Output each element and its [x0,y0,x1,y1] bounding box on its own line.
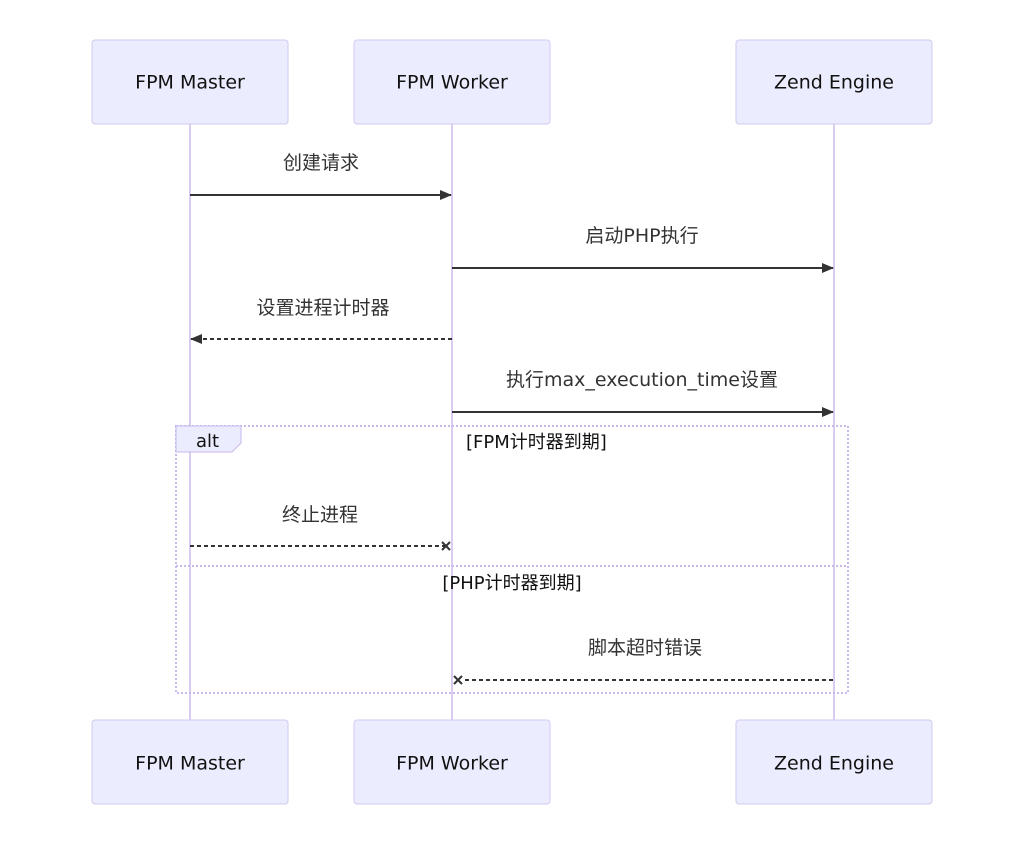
message-label: 创建请求 [283,152,359,174]
message-label: 启动PHP执行 [585,225,698,247]
actor-zend-engine-bottom: Zend Engine [735,719,933,805]
actor-label: Zend Engine [774,72,894,94]
message-label: 终止进程 [282,504,358,526]
actor-fpm-worker-bottom: FPM Worker [353,719,551,805]
actor-zend-engine-top: Zend Engine [735,39,933,125]
actor-label: FPM Worker [396,72,508,94]
alt-frame [175,425,849,694]
actor-label: FPM Master [135,753,245,775]
alt-condition: [PHP计时器到期] [442,573,581,594]
message-label: 设置进程计时器 [256,297,389,319]
alt-keyword: alt [196,431,219,452]
cross-marker [453,675,463,685]
actor-label: FPM Master [135,72,245,94]
actor-fpm-master-bottom: FPM Master [91,719,289,805]
alt-fragment: alt [FPM计时器到期] [PHP计时器到期] [175,425,849,694]
cross-marker [441,541,451,551]
message-label: 脚本超时错误 [588,637,702,659]
actor-fpm-master-top: FPM Master [91,39,289,125]
alt-condition: [FPM计时器到期] [466,432,607,453]
message-label: 执行max_execution_time设置 [506,369,778,391]
actor-fpm-worker-top: FPM Worker [353,39,551,125]
alt-keyword-tab [175,425,242,453]
actor-label: Zend Engine [774,753,894,775]
actor-label: FPM Worker [396,753,508,775]
